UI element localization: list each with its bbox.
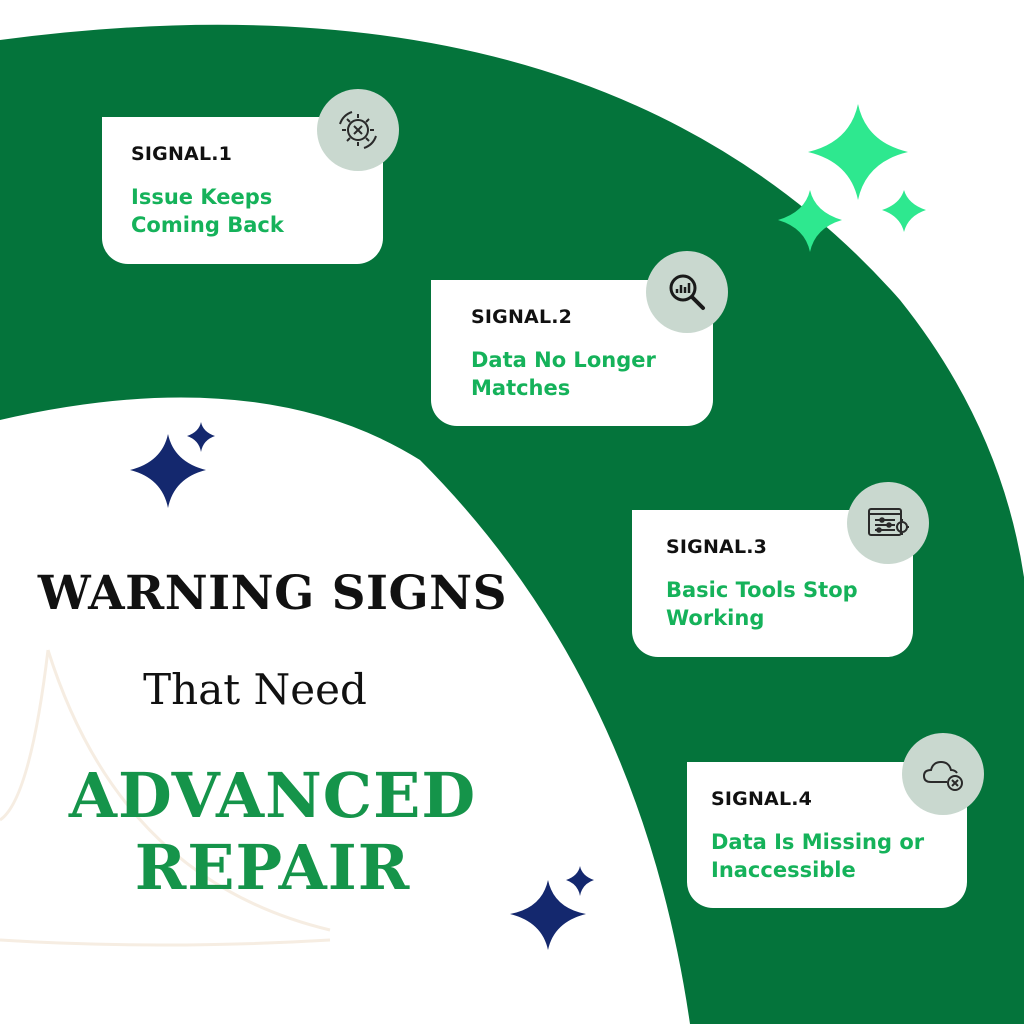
sparkle-icon [778,190,842,252]
faint-arc [0,649,50,822]
faint-arc [0,938,331,947]
sparkle-icon [130,434,206,508]
signal-label: SIGNAL.2 [471,306,573,328]
signal-label: SIGNAL.1 [131,143,233,165]
signal-label: SIGNAL.3 [666,536,768,558]
settings-panel-icon [847,482,929,564]
headline-that-need: That Need [143,665,367,714]
sparkle-icon [187,422,215,452]
magnifier-chart-icon [646,251,728,333]
headline-advanced-repair: ADVANCED REPAIR [68,759,477,904]
signal-label: SIGNAL.4 [711,788,813,810]
sparkle-icon [882,190,926,232]
gear-x-icon [317,89,399,171]
signal-text: Data No Longer Matches [471,348,656,400]
signal-text: Data Is Missing or Inaccessible [711,830,925,882]
sparkle-icon [808,104,908,200]
faint-arc [46,649,331,932]
signal-text: Basic Tools Stop Working [666,578,858,630]
sparkle-icon [510,880,586,950]
headline-warning-signs: WARNING SIGNS [37,566,508,621]
sparkle-icon [566,866,594,896]
signal-text: Issue Keeps Coming Back [131,185,284,237]
cloud-x-icon [902,733,984,815]
